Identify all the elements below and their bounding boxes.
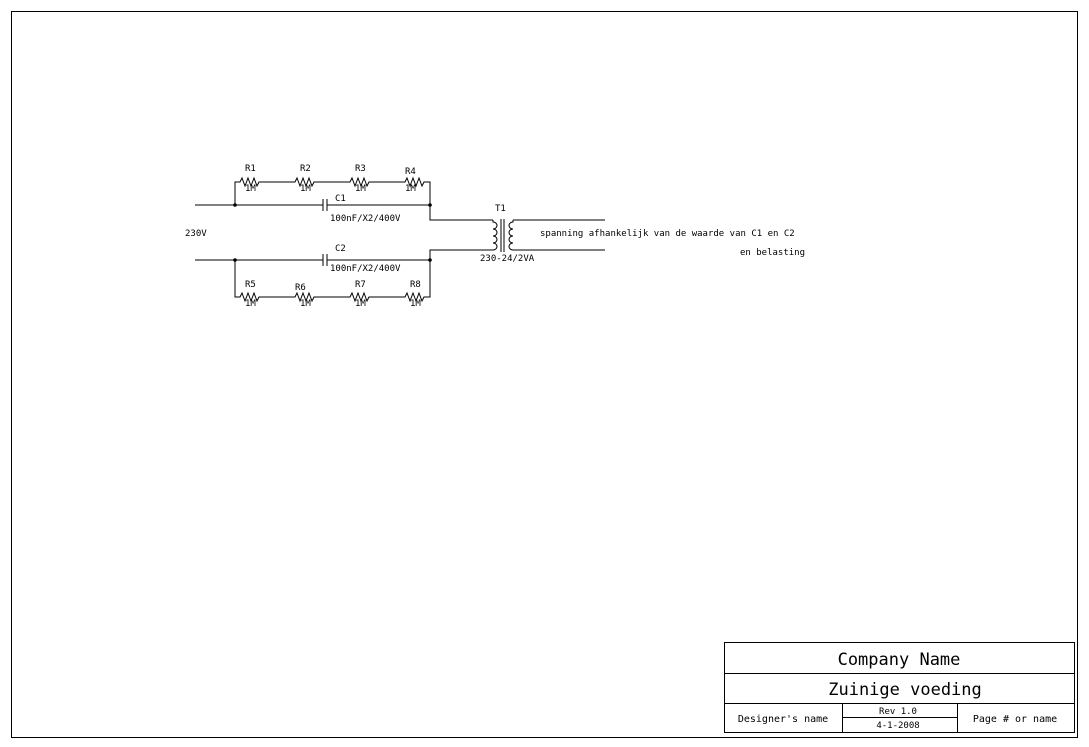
t1-value: 230-24/2VA xyxy=(480,254,535,264)
r1-ref: R1 xyxy=(245,164,256,174)
c2-value: 100nF/X2/400V xyxy=(330,264,401,274)
input-voltage-label: 230V xyxy=(185,229,207,239)
top-branch xyxy=(195,176,493,221)
c2-ref: C2 xyxy=(335,244,346,254)
designer-name: Designer's name xyxy=(738,714,828,725)
output-note-line2: en belasting xyxy=(740,248,805,258)
r8-value: 1M xyxy=(410,299,421,309)
r8-ref: R8 xyxy=(410,280,421,290)
r7-ref: R7 xyxy=(355,280,366,290)
r1-value: 1M xyxy=(245,184,256,194)
r4-ref: R4 xyxy=(405,167,416,177)
transformer-t1 xyxy=(492,219,605,252)
r6-ref: R6 xyxy=(295,283,306,293)
drawing-date: 4-1-2008 xyxy=(876,721,919,731)
junction-dot xyxy=(233,203,237,207)
r7-value: 1M xyxy=(355,299,366,309)
junction-dot xyxy=(233,258,237,262)
r3-ref: R3 xyxy=(355,164,366,174)
c1-ref: C1 xyxy=(335,194,346,204)
output-note-line1: spanning afhankelijk van de waarde van C… xyxy=(540,229,795,239)
revision: Rev 1.0 xyxy=(879,707,917,717)
company-name: Company Name xyxy=(838,650,961,670)
resistor-chain-bottom xyxy=(234,260,431,303)
page-name: Page # or name xyxy=(973,714,1057,725)
r2-ref: R2 xyxy=(300,164,311,174)
bottom-branch xyxy=(195,249,493,303)
r3-value: 1M xyxy=(355,184,366,194)
title-block: Company Name Zuinige voeding Designer's … xyxy=(724,642,1075,733)
r5-ref: R5 xyxy=(245,280,256,290)
t1-ref: T1 xyxy=(495,204,506,214)
resistor-chain-top xyxy=(234,176,431,205)
r6-value: 1M xyxy=(300,299,311,309)
drawing-title: Zuinige voeding xyxy=(828,680,982,700)
r5-value: 1M xyxy=(245,299,256,309)
r4-value: 1M xyxy=(405,184,416,194)
c1-value: 100nF/X2/400V xyxy=(330,214,401,224)
sheet-border xyxy=(11,11,1078,738)
r2-value: 1M xyxy=(300,184,311,194)
